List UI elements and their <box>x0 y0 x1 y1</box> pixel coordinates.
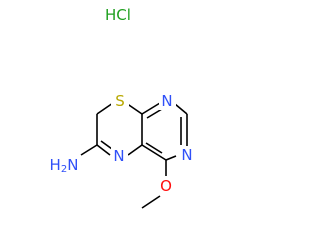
bond-c6-nh2 <box>80 144 98 156</box>
molecule-drawing: S N N N H2N O HCl <box>49 6 195 209</box>
hydrochloride-label: HCl <box>105 6 131 24</box>
bond-c7-s <box>96 102 114 115</box>
amine-n: N <box>67 156 78 174</box>
bond-c8a-n1-double <box>146 108 163 119</box>
bond-n1-c2 <box>174 103 188 115</box>
bond-c4-c4a <box>141 144 167 161</box>
structure-canvas: S N N N H2N O HCl <box>49 6 195 209</box>
nitrogen-atom-label-top: N <box>161 92 172 110</box>
amine-group-label: H2N <box>50 156 79 175</box>
nitrogen-atom-label-right: N <box>181 146 192 164</box>
bond-o-ch3 <box>141 195 161 209</box>
bond-c4-c4a-double <box>145 142 163 154</box>
bond-c4a-n5 <box>127 144 143 156</box>
bond-n3-c4 <box>165 155 177 161</box>
oxygen-atom-label: O <box>160 177 172 195</box>
amine-h: H <box>50 156 61 174</box>
atom-labels: S N N N H2N O HCl <box>50 6 195 195</box>
bonds <box>80 102 188 209</box>
sulfur-atom-label: S <box>115 92 125 110</box>
bond-c8a-n1 <box>141 102 161 115</box>
amine-subscript: 2 <box>61 164 67 175</box>
bond-n5-c6 <box>96 144 111 156</box>
bond-n5-c6-double <box>100 140 113 150</box>
nitrogen-atom-label-ring: N <box>113 147 124 165</box>
